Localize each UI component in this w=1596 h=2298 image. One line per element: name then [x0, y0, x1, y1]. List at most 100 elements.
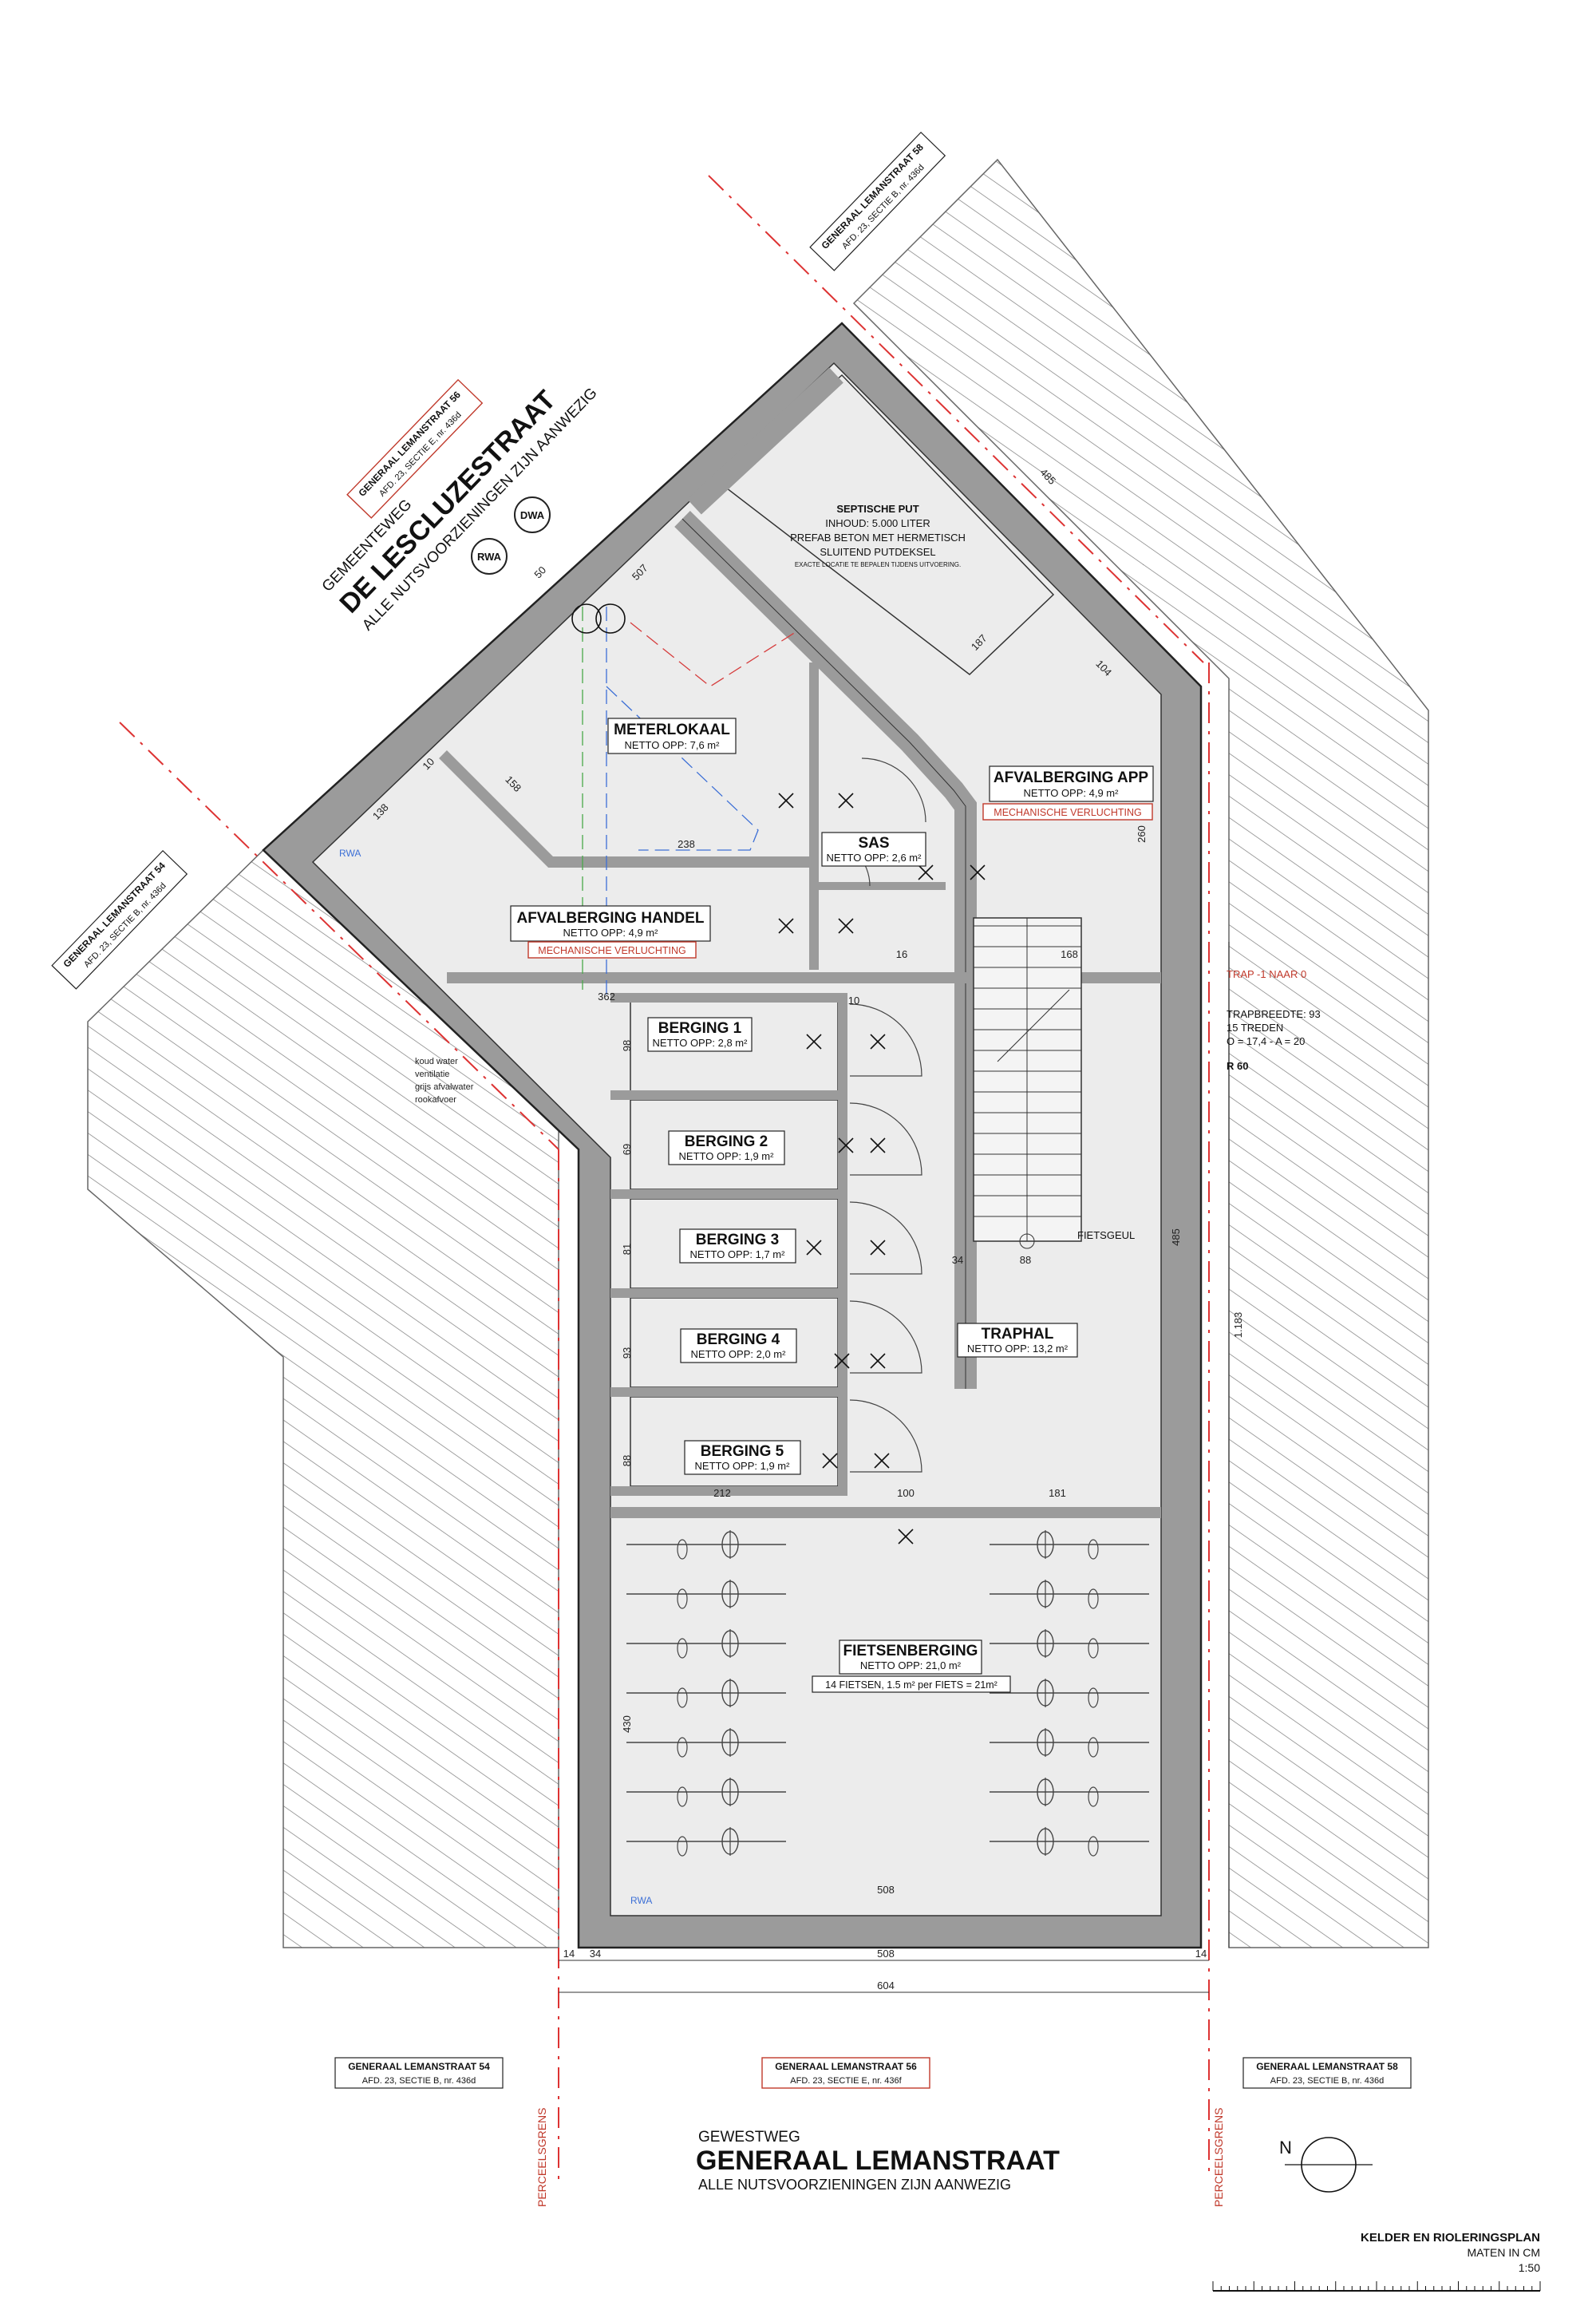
label-afvalberging-handel: AFVALBERGING HANDEL NETTO OPP: 4,9 m² ME… — [510, 905, 711, 959]
lamp-marker — [778, 793, 794, 809]
svg-text:NETTO OPP: 7,6 m²: NETTO OPP: 7,6 m² — [625, 739, 721, 751]
svg-text:NETTO OPP: 2,6 m²: NETTO OPP: 2,6 m² — [827, 852, 922, 864]
svg-text:260: 260 — [1136, 825, 1148, 843]
svg-text:BERGING 4: BERGING 4 — [697, 1331, 780, 1348]
rwa-tag-bottom: RWA — [630, 1895, 652, 1906]
lamp-marker — [870, 1240, 886, 1256]
bike-rack — [626, 1778, 786, 1807]
svg-text:14: 14 — [563, 1948, 575, 1960]
bike-rack — [626, 1530, 786, 1560]
svg-text:SEPTISCHE PUT: SEPTISCHE PUT — [836, 503, 918, 515]
lamp-marker — [838, 793, 854, 809]
svg-text:TRAP -1 NAAR 0: TRAP -1 NAAR 0 — [1227, 968, 1306, 980]
stair-annotations: TRAP -1 NAAR 0 TRAPBREEDTE: 93 15 TREDEN… — [1077, 968, 1321, 1241]
lamp-marker — [806, 1240, 822, 1256]
svg-text:34: 34 — [590, 1948, 601, 1960]
svg-text:BERGING 3: BERGING 3 — [696, 1232, 780, 1248]
svg-text:50: 50 — [531, 564, 548, 580]
label-berging-2: BERGING 2 NETTO OPP: 1,9 m² — [668, 1130, 785, 1165]
interior-wall-diagonal-outline — [681, 518, 966, 1389]
rwa-tag-top: RWA — [339, 848, 361, 859]
svg-text:NETTO OPP: 1,9 m²: NETTO OPP: 1,9 m² — [679, 1150, 775, 1162]
svg-text:rookafvoer: rookafvoer — [415, 1095, 456, 1105]
svg-text:NETTO OPP: 2,8 m²: NETTO OPP: 2,8 m² — [653, 1037, 749, 1049]
label-berging-1: BERGING 1 NETTO OPP: 2,8 m² — [647, 1017, 753, 1052]
parcel-bottom-right: GENERAAL LEMANSTRAAT 58 AFD. 23, SECTIE … — [1242, 2057, 1412, 2089]
lamp-marker — [834, 1353, 850, 1369]
lamp-marker — [870, 1137, 886, 1153]
svg-text:100: 100 — [897, 1487, 915, 1499]
svg-text:AFVALBERGING APP: AFVALBERGING APP — [994, 769, 1149, 786]
svg-text:508: 508 — [877, 1884, 895, 1896]
bike-rack — [990, 1679, 1149, 1708]
svg-text:NETTO OPP: 4,9 m²: NETTO OPP: 4,9 m² — [563, 927, 659, 939]
boundary-line-top — [708, 175, 1204, 663]
svg-text:AFVALBERGING HANDEL: AFVALBERGING HANDEL — [516, 910, 704, 927]
svg-text:METERLOKAAL: METERLOKAAL — [614, 722, 730, 738]
svg-text:14 FIETSEN, 1.5 m² per FIETS =: 14 FIETSEN, 1.5 m² per FIETS = 21m² — [825, 1679, 998, 1691]
svg-text:SLUITEND PUTDEKSEL: SLUITEND PUTDEKSEL — [820, 546, 935, 558]
main-street-note: ALLE NUTSVOORZIENINGEN ZIJN AANWEZIG — [698, 2177, 1011, 2193]
svg-text:508: 508 — [877, 1948, 895, 1960]
bike-rack — [990, 1629, 1149, 1659]
svg-text:MECHANISCHE VERLUCHTING: MECHANISCHE VERLUCHTING — [994, 807, 1141, 818]
svg-text:212: 212 — [713, 1487, 731, 1499]
svg-text:FIETSENBERGING: FIETSENBERGING — [843, 1643, 978, 1659]
legend-title: KELDER EN RIOLERINGSPLAN — [1361, 2231, 1540, 2245]
bike-racks-left — [626, 1530, 786, 1857]
label-berging-5: BERGING 5 NETTO OPP: 1,9 m² — [684, 1440, 801, 1475]
legend-scale: 1:50 — [1519, 2261, 1540, 2274]
svg-text:14: 14 — [1195, 1948, 1207, 1960]
svg-text:TRAPHAL: TRAPHAL — [982, 1326, 1054, 1343]
label-berging-4: BERGING 4 NETTO OPP: 2,0 m² — [680, 1328, 797, 1363]
bike-rack — [990, 1530, 1149, 1560]
svg-text:15 TREDEN: 15 TREDEN — [1227, 1022, 1283, 1034]
svg-text:88: 88 — [1020, 1254, 1031, 1266]
lamp-marker — [898, 1529, 914, 1545]
svg-text:238: 238 — [678, 838, 695, 850]
svg-text:SAS: SAS — [858, 835, 889, 852]
label-afvalberging-app: AFVALBERGING APP NETTO OPP: 4,9 m² MECHA… — [982, 765, 1154, 821]
svg-text:NETTO OPP: 4,9 m²: NETTO OPP: 4,9 m² — [1024, 787, 1120, 799]
stair — [973, 917, 1082, 1249]
rwa-dwa-markers: RWA DWA — [471, 496, 551, 575]
bike-rack — [626, 1629, 786, 1659]
perceelsgrens-label-left: PERCEELSGRENS — [535, 2108, 548, 2207]
bike-rack — [990, 1778, 1149, 1807]
pit-circle-2 — [595, 603, 626, 634]
rwa-label: RWA — [477, 551, 502, 563]
svg-text:R 60: R 60 — [1227, 1060, 1248, 1072]
lamp-marker — [870, 1353, 886, 1369]
lamp-marker — [970, 864, 986, 880]
label-traphal: TRAPHAL NETTO OPP: 13,2 m² — [957, 1323, 1078, 1358]
svg-text:PREFAB BETON MET HERMETISCH: PREFAB BETON MET HERMETISCH — [790, 532, 966, 544]
boundary-line-left — [119, 722, 559, 1150]
parcel-bottom-center: GENERAAL LEMANSTRAAT 56 AFD. 23, SECTIE … — [761, 2057, 930, 2089]
svg-text:NETTO OPP: 2,0 m²: NETTO OPP: 2,0 m² — [691, 1348, 787, 1360]
label-fietsenberging: FIETSENBERGING NETTO OPP: 21,0 m² 14 FIE… — [812, 1639, 1011, 1693]
parcel-bottom-left: GENERAAL LEMANSTRAAT 54 AFD. 23, SECTIE … — [334, 2057, 504, 2089]
svg-text:AFD. 23, SECTIE E, nr. 436f: AFD. 23, SECTIE E, nr. 436f — [790, 2076, 902, 2086]
svg-text:NETTO OPP: 21,0 m²: NETTO OPP: 21,0 m² — [860, 1659, 962, 1671]
svg-text:362: 362 — [598, 991, 615, 1003]
door-swings — [821, 757, 926, 1473]
svg-text:16: 16 — [896, 948, 907, 960]
svg-text:GENERAAL LEMANSTRAAT 56: GENERAAL LEMANSTRAAT 56 — [775, 2061, 917, 2072]
svg-text:grijs afvalwater: grijs afvalwater — [415, 1082, 474, 1092]
dimension-lines-bottom — [559, 942, 1230, 1993]
svg-text:BERGING 2: BERGING 2 — [685, 1133, 768, 1150]
pit-circle-1 — [571, 603, 602, 634]
label-meterlokaal: METERLOKAAL NETTO OPP: 7,6 m² — [607, 718, 737, 754]
meterlokaal-wall — [439, 750, 814, 868]
bike-rack — [626, 1728, 786, 1758]
light-fixtures — [778, 793, 986, 1545]
svg-text:AFD. 23, SECTIE B, nr. 436d: AFD. 23, SECTIE B, nr. 436d — [362, 2076, 476, 2086]
svg-text:430: 430 — [621, 1715, 633, 1733]
bike-racks-right — [990, 1530, 1149, 1857]
bike-rack — [626, 1679, 786, 1708]
svg-text:GENERAAL LEMANSTRAAT 58: GENERAAL LEMANSTRAAT 58 — [1256, 2061, 1398, 2072]
svg-text:168: 168 — [1061, 948, 1078, 960]
north-label: N — [1279, 2138, 1292, 2158]
svg-text:INHOUD: 5.000 LITER: INHOUD: 5.000 LITER — [825, 517, 930, 529]
